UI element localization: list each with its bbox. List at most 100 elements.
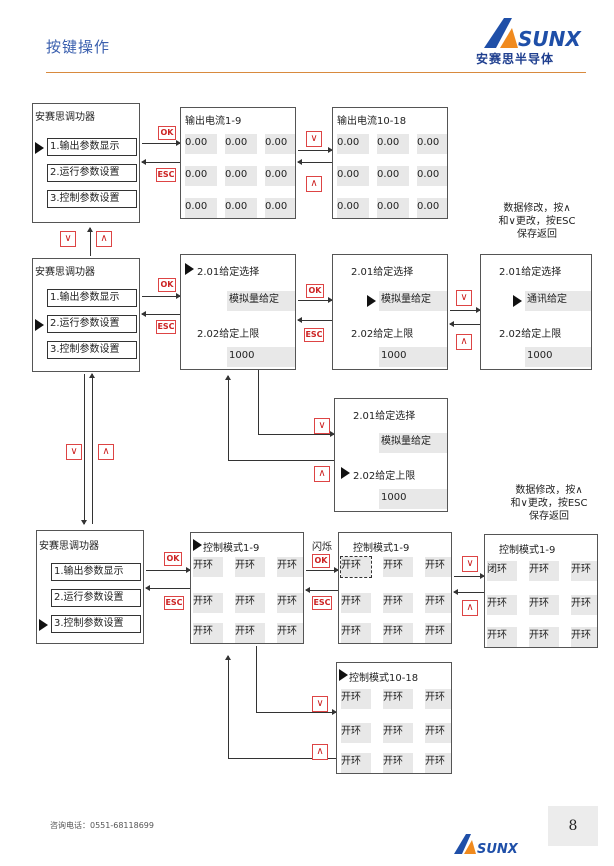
menu-item-output[interactable]: 1.输出参数显示 xyxy=(47,138,137,156)
mode-cell: 开环 xyxy=(277,557,303,577)
mode-cell: 开环 xyxy=(529,627,559,647)
arrow-right xyxy=(450,307,481,313)
down-key: ∨ xyxy=(312,696,328,712)
value-cell: 0.00 xyxy=(225,166,257,186)
menu-item-run[interactable]: 2.运行参数设置 xyxy=(47,315,137,333)
control-mode-1-9-screen-b: 控制模式1-9 开环 开环 开环 开环 开环 开环 开环 开环 开环 xyxy=(338,532,452,644)
arrow-right xyxy=(258,431,335,437)
param-value: 模拟量给定 xyxy=(379,291,447,311)
ok-key: OK xyxy=(158,126,176,140)
mode-cell: 开环 xyxy=(425,753,451,773)
arrow-right xyxy=(306,567,339,573)
mode-cell: 开环 xyxy=(277,623,303,643)
arrow-left xyxy=(145,585,190,591)
connector xyxy=(258,370,259,434)
screen-title: 输出电流1-9 xyxy=(185,116,242,127)
value-cell: 0.00 xyxy=(417,198,447,218)
run-param-screen-b: 2.01给定选择 模拟量给定 2.02给定上限 1000 xyxy=(332,254,448,370)
menu-item-control[interactable]: 3.控制参数设置 xyxy=(47,341,137,359)
up-key: ∧ xyxy=(462,600,478,616)
cursor-icon xyxy=(513,295,522,307)
logo-company-name: 安赛思半导体 xyxy=(476,52,555,66)
arrow-up xyxy=(87,227,93,256)
flash-label: 闪烁 xyxy=(312,542,332,553)
menu-item-control[interactable]: 3.控制参数设置 xyxy=(51,615,141,633)
value-cell: 0.00 xyxy=(225,134,257,154)
header-divider xyxy=(46,72,586,73)
cursor-icon xyxy=(341,467,350,479)
mode-cell: 开环 xyxy=(235,593,265,613)
param-value: 1000 xyxy=(227,347,295,367)
up-key: ∧ xyxy=(456,334,472,350)
menu-item-output[interactable]: 1.输出参数显示 xyxy=(47,289,137,307)
arrow-right xyxy=(256,709,337,715)
arrow-left xyxy=(449,321,480,327)
arrow-right xyxy=(142,140,181,146)
value-cell: 0.00 xyxy=(337,198,369,218)
value-cell: 0.00 xyxy=(337,134,369,154)
mode-cell: 开环 xyxy=(529,561,559,581)
down-key: ∨ xyxy=(66,444,82,460)
cursor-icon xyxy=(39,619,48,631)
param-label: 2.01给定选择 xyxy=(351,267,414,278)
value-cell: 0.00 xyxy=(417,134,447,154)
control-mode-1-9-screen-a: 控制模式1-9 开环 开环 开环 开环 开环 开环 开环 开环 开环 xyxy=(190,532,304,644)
sunx-logo: SUNX xyxy=(484,18,582,51)
cursor-icon xyxy=(35,142,44,154)
svg-text:SUNX: SUNX xyxy=(518,27,582,51)
value-cell: 0.00 xyxy=(337,166,369,186)
main-menu-screen-2: 安赛思调功器 1.输出参数显示 2.运行参数设置 3.控制参数设置 xyxy=(32,258,140,372)
menu-item-run[interactable]: 2.运行参数设置 xyxy=(51,589,141,607)
mode-cell: 开环 xyxy=(277,593,303,613)
svg-text:SUNX: SUNX xyxy=(477,842,519,857)
menu-title: 安赛思调功器 xyxy=(39,541,99,552)
control-mode-1-9-screen-c: 控制模式1-9 闭环 开环 开环 开环 开环 开环 开环 开环 开环 xyxy=(484,534,598,648)
control-mode-10-18-screen: 控制模式10-18 开环 开环 开环 开环 开环 开环 开环 开环 开环 xyxy=(336,662,452,774)
page-number: 8 xyxy=(548,806,598,846)
arrow-right xyxy=(142,293,181,299)
arrow-left xyxy=(141,159,180,165)
footer-logo: SUNX xyxy=(454,834,519,857)
mode-cell: 开环 xyxy=(383,753,413,773)
mode-cell-flashing: 开环 xyxy=(340,556,372,578)
output-current-10-18-screen: 输出电流10-18 0.00 0.00 0.00 0.00 0.00 0.00 … xyxy=(332,107,448,219)
esc-key: ESC xyxy=(156,320,176,334)
cursor-icon xyxy=(193,539,202,551)
mode-cell: 开环 xyxy=(193,593,223,613)
ok-key: OK xyxy=(312,554,330,568)
arrow-right xyxy=(298,147,333,153)
down-key: ∨ xyxy=(314,418,330,434)
up-key: ∧ xyxy=(314,466,330,482)
mode-cell: 开环 xyxy=(425,623,451,643)
arrow-left xyxy=(297,317,332,323)
arrow-left xyxy=(305,587,338,593)
mode-cell: 开环 xyxy=(425,593,451,613)
mode-cell: 开环 xyxy=(487,627,517,647)
contact-phone: 咨询电话：0551-68118699 xyxy=(50,821,154,830)
screen-title: 控制模式1-9 xyxy=(203,543,260,554)
esc-key: ESC xyxy=(156,168,176,182)
menu-item-run[interactable]: 2.运行参数设置 xyxy=(47,164,137,182)
mode-cell: 开环 xyxy=(341,593,371,613)
up-key: ∧ xyxy=(96,231,112,247)
param-value: 模拟量给定 xyxy=(227,291,295,311)
mode-cell: 开环 xyxy=(235,557,265,577)
value-cell: 0.00 xyxy=(377,166,409,186)
down-key: ∨ xyxy=(60,231,76,247)
param-value: 通讯给定 xyxy=(525,291,591,311)
up-key: ∧ xyxy=(98,444,114,460)
param-label: 2.01给定选择 xyxy=(499,267,562,278)
connector xyxy=(256,646,257,712)
menu-item-output[interactable]: 1.输出参数显示 xyxy=(51,563,141,581)
screen-title: 控制模式10-18 xyxy=(349,673,419,684)
esc-key: ESC xyxy=(164,596,184,610)
arrow-left xyxy=(141,311,180,317)
main-menu-screen-1: 安赛思调功器 1.输出参数显示 2.运行参数设置 3.控制参数设置 xyxy=(32,103,140,223)
run-param-screen-c: 2.01给定选择 通讯给定 2.02给定上限 1000 xyxy=(480,254,592,370)
param-label: 2.01给定选择 xyxy=(197,267,260,278)
arrow-left xyxy=(453,589,484,595)
menu-item-control[interactable]: 3.控制参数设置 xyxy=(47,190,137,208)
param-label: 2.01给定选择 xyxy=(353,411,416,422)
main-menu-screen-3: 安赛思调功器 1.输出参数显示 2.运行参数设置 3.控制参数设置 xyxy=(36,530,144,644)
